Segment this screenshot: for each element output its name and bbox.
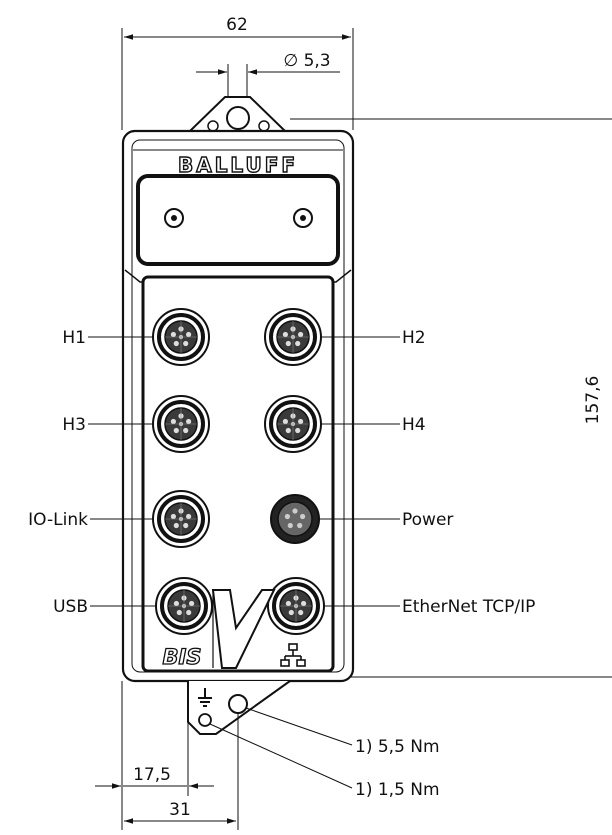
offset-17-5-label: 17,5 [133,765,171,785]
port-power-connector [270,494,320,544]
bottom-mounting-tab [187,680,291,735]
hole-diameter-label: ∅ 5,3 [283,51,330,71]
port-h2-connector [263,307,323,367]
label-h1: H1 [62,328,86,348]
top-mounting-tab [189,96,286,132]
port-h3-connector [151,394,211,454]
label-h2: H2 [402,328,426,348]
label-power: Power [402,510,453,530]
ground-icon [198,688,212,707]
offset-31-label: 31 [169,800,191,820]
mounting-hole-icon [226,106,250,130]
dimension-62-label: 62 [226,15,248,35]
port-h4-connector [263,394,323,454]
label-h3: H3 [62,415,86,435]
v-logo [211,589,276,669]
label-iolink: IO-Link [28,510,88,530]
port-iolink-connector [151,489,211,549]
port-h1-connector [151,307,211,367]
port-usb-connector [154,576,214,636]
torque-callouts: 1) 5,5 Nm 1) 1,5 Nm [209,707,440,800]
label-ethernet: EtherNet TCP/IP [402,597,535,617]
torque-1-label: 1) 5,5 Nm [355,737,440,757]
port-labels: H1 H2 H3 H4 IO-Link Power USB EtherNet T… [28,328,535,617]
label-h4: H4 [402,415,426,435]
bis-logo: BIS [163,645,202,669]
dimension-bottom-offsets: 17,5 31 [95,681,239,830]
dimension-width-total: 62 [121,15,354,130]
balluff-logo: BALLUFF [178,153,298,177]
torque-2-label: 1) 1,5 Nm [355,780,440,800]
height-label: 157,6 [583,376,603,425]
port-ethernet-connector [266,576,326,636]
network-icon [280,643,306,667]
label-usb: USB [53,597,88,617]
